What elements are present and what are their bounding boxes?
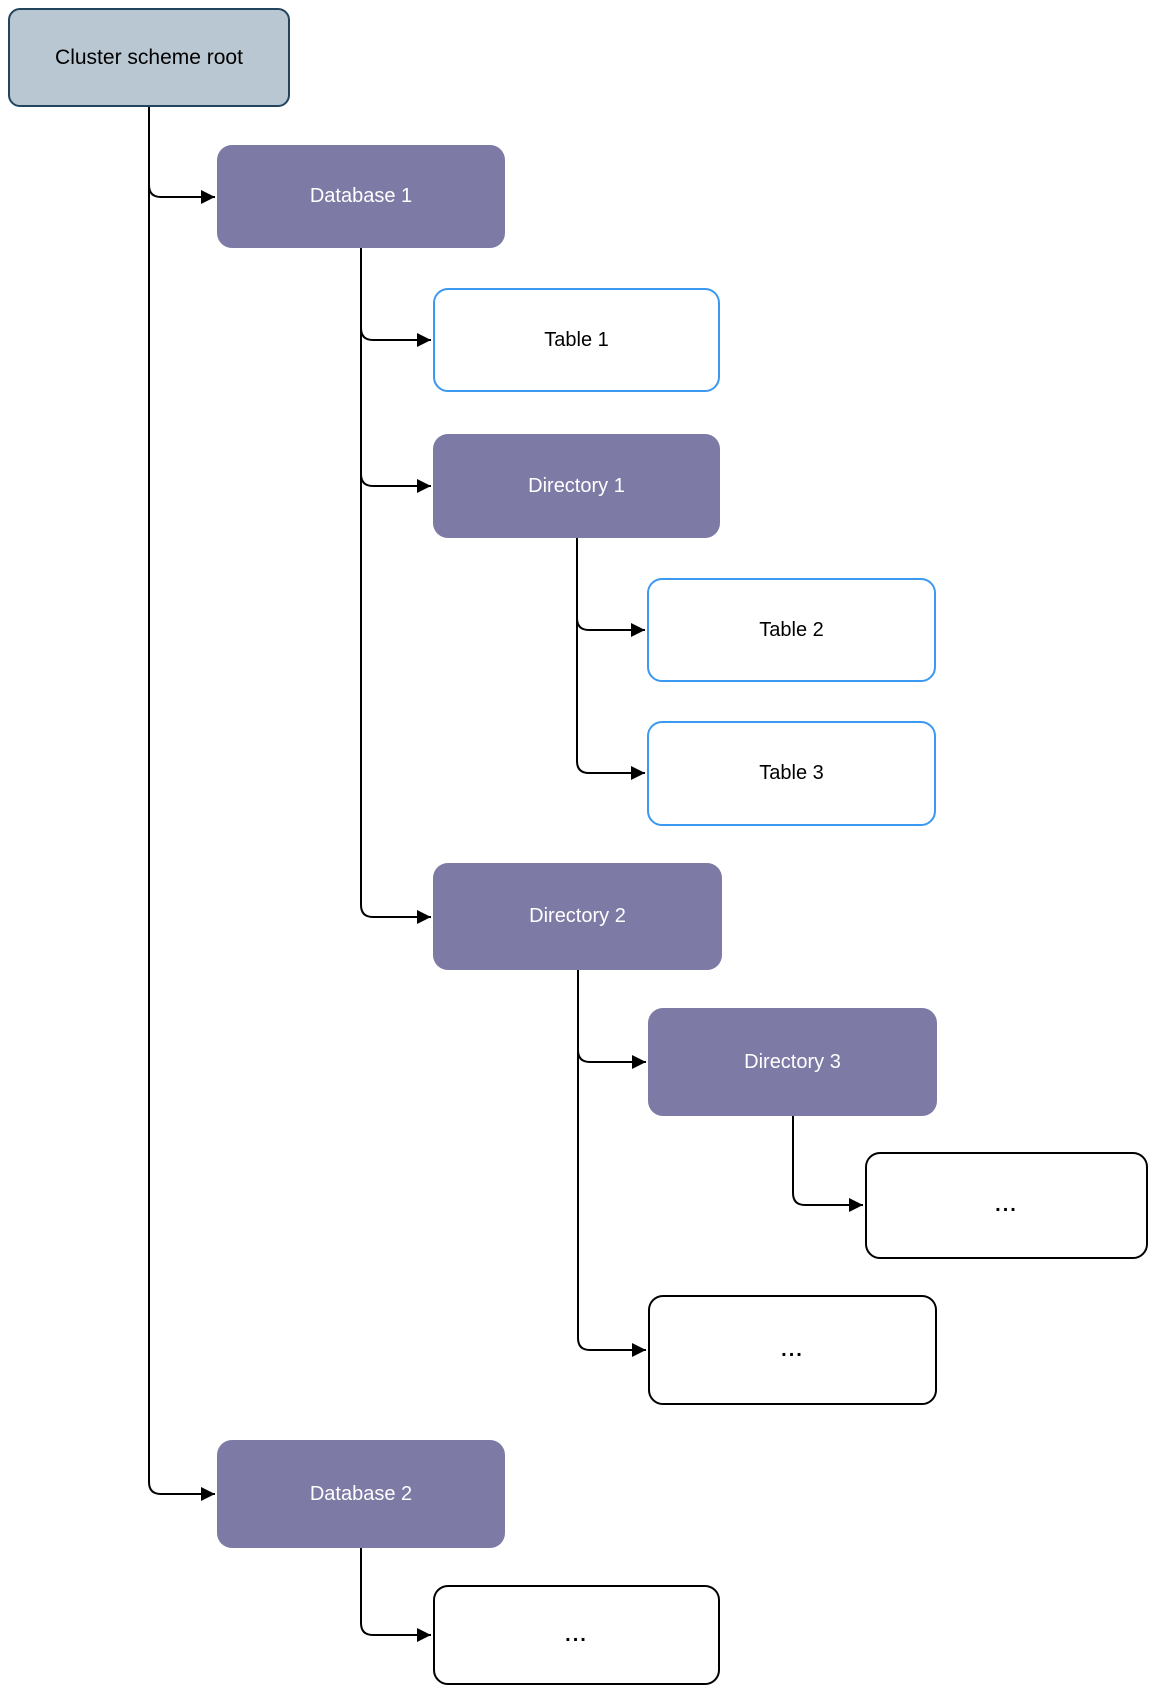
node-ellipsis-under-directory-2[interactable]: ...: [648, 1295, 937, 1405]
edge-root-database1: [148, 107, 215, 204]
edge-root-database2: [148, 107, 215, 1501]
edge-directory1-table2: [576, 538, 645, 637]
node-database-2[interactable]: Database 2: [217, 1440, 505, 1548]
node-label: ...: [995, 1194, 1018, 1216]
node-label: Table 2: [759, 618, 824, 641]
node-label: Database 2: [309, 1482, 413, 1505]
node-label: Table 3: [759, 762, 824, 784]
node-table-2[interactable]: Table 2: [647, 578, 936, 682]
edge-database1-directory1: [360, 248, 431, 493]
node-directory-2[interactable]: Directory 2: [433, 863, 722, 970]
node-directory-1[interactable]: Directory 1: [433, 434, 720, 538]
edge-directory2-ellipsis: [577, 970, 646, 1357]
node-table-3[interactable]: Table 3: [647, 721, 936, 826]
edge-database1-directory2: [360, 248, 431, 924]
node-ellipsis-under-directory-3[interactable]: ...: [865, 1152, 1148, 1259]
node-label: ...: [565, 1623, 588, 1646]
node-label: Table 1: [544, 328, 609, 351]
edge-directory1-table3: [576, 538, 645, 780]
node-table-1[interactable]: Table 1: [433, 288, 720, 392]
edge-directory2-directory3: [577, 970, 646, 1069]
node-cluster-scheme-root[interactable]: Cluster scheme root: [8, 8, 290, 107]
node-directory-3[interactable]: Directory 3: [648, 1008, 937, 1116]
edge-database1-table1: [360, 248, 431, 347]
node-label: Directory 3: [744, 1050, 841, 1073]
node-database-1[interactable]: Database 1: [217, 145, 505, 248]
node-label: ...: [781, 1338, 804, 1361]
edge-database2-ellipsis: [360, 1548, 431, 1642]
node-ellipsis-under-database-2[interactable]: ...: [433, 1585, 720, 1685]
node-label: Database 1: [309, 185, 413, 207]
node-label: Directory 2: [529, 905, 626, 927]
edge-directory3-ellipsis: [792, 1116, 863, 1212]
node-label: Cluster scheme root: [55, 45, 243, 69]
node-label: Directory 1: [528, 474, 625, 497]
